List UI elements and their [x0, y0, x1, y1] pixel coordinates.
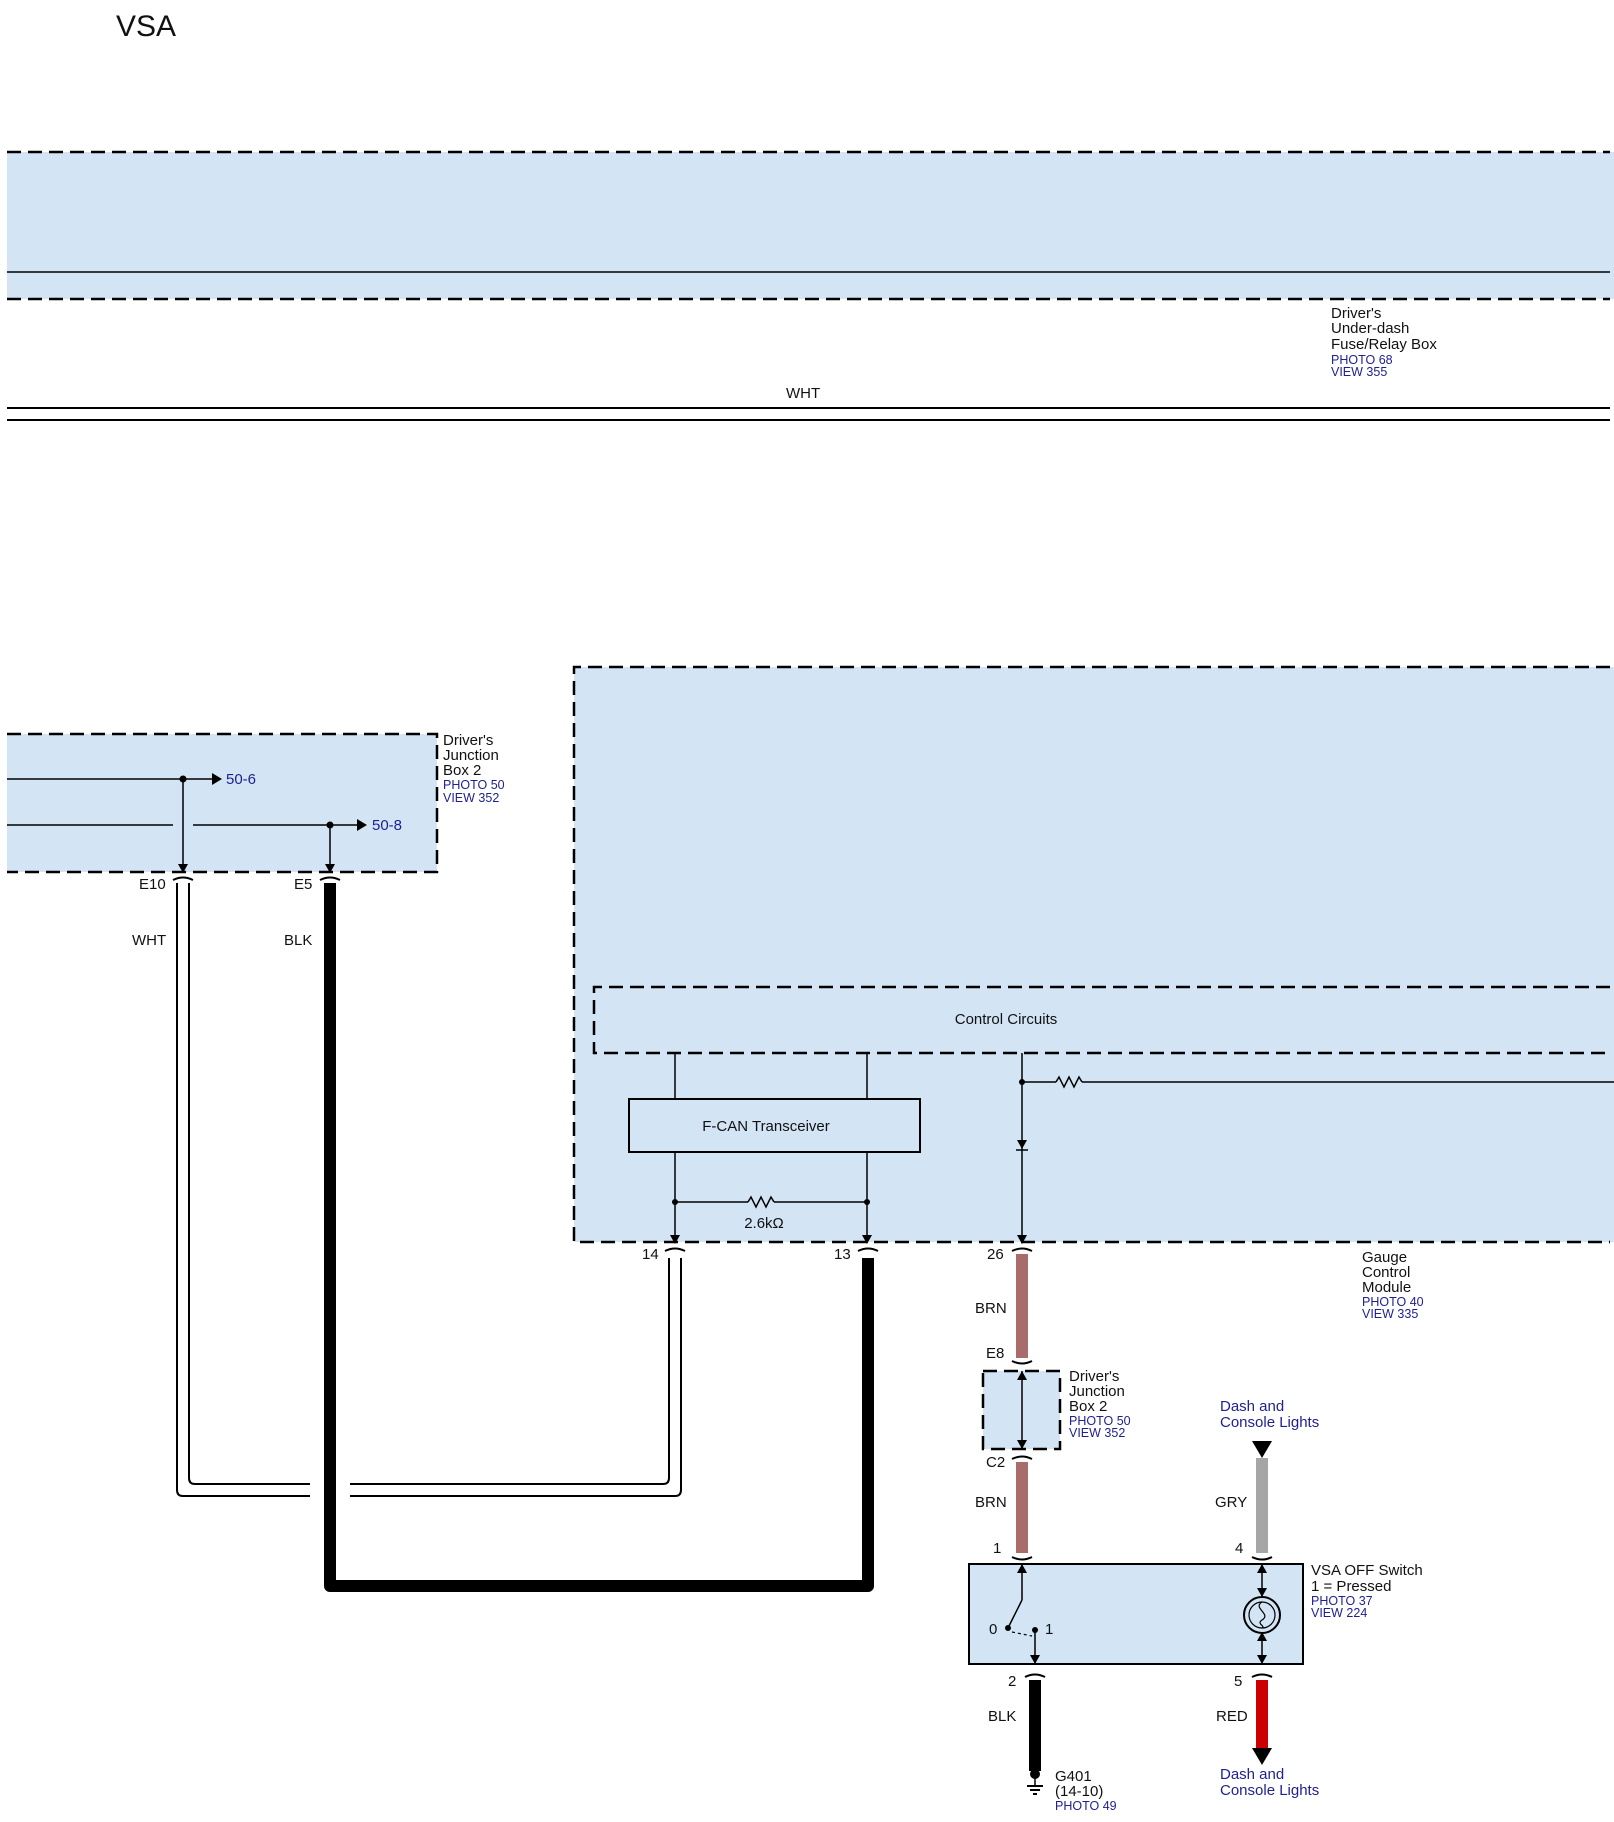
switch-pin-5: 5 [1234, 1673, 1242, 1690]
svg-text:Console Lights: Console Lights [1220, 1414, 1319, 1431]
pin-26: 26 [987, 1246, 1004, 1263]
pin-e8: E8 [986, 1345, 1004, 1362]
brn-label-lower: BRN [975, 1494, 1007, 1511]
svg-text:PHOTO 68: PHOTO 68 [1331, 353, 1393, 367]
underdash-fuse-relay-box [7, 150, 1614, 301]
switch-pos-0: 0 [989, 1621, 997, 1638]
junction-box-2-small-label: Driver's Junction Box 2 PHOTO 50 VIEW 35… [1069, 1368, 1131, 1440]
svg-text:PHOTO 40: PHOTO 40 [1362, 1295, 1424, 1309]
pin-e10: E10 [139, 876, 166, 893]
svg-text:Box 2: Box 2 [1069, 1398, 1107, 1415]
svg-text:Control: Control [1362, 1264, 1410, 1281]
switch-pin-4: 4 [1235, 1540, 1243, 1557]
svg-text:Fuse/Relay Box: Fuse/Relay Box [1331, 336, 1437, 353]
ground-icon [1027, 1769, 1043, 1795]
resistor-label: 2.6kΩ [744, 1215, 784, 1232]
fcan-transceiver-label: F-CAN Transceiver [702, 1118, 830, 1135]
pin-e5: E5 [294, 876, 312, 893]
page-title: VSA [116, 10, 176, 43]
svg-text:Dash and: Dash and [1220, 1398, 1284, 1415]
brn-label-upper: BRN [975, 1300, 1007, 1317]
ref-50-6: 50-6 [226, 771, 256, 788]
svg-text:PHOTO 50: PHOTO 50 [1069, 1414, 1131, 1428]
svg-text:G401: G401 [1055, 1768, 1092, 1785]
svg-text:Module: Module [1362, 1279, 1411, 1296]
svg-text:VIEW 352: VIEW 352 [1069, 1426, 1125, 1440]
pin-13: 13 [834, 1246, 851, 1263]
svg-text:Junction: Junction [443, 747, 499, 764]
top-wire-label: WHT [786, 385, 820, 402]
ref-50-8: 50-8 [372, 817, 402, 834]
wire-label-blk-left: BLK [284, 932, 312, 949]
svg-text:Driver's: Driver's [443, 732, 493, 749]
svg-text:(14-10): (14-10) [1055, 1783, 1103, 1800]
blk-can-wire [324, 883, 874, 1592]
svg-text:Driver's: Driver's [1069, 1368, 1119, 1385]
switch-pos-1: 1 [1045, 1621, 1053, 1638]
gauge-module-label: Gauge Control Module PHOTO 40 VIEW 335 [1362, 1249, 1424, 1321]
wht-can-wire [176, 883, 682, 1497]
svg-text:Console Lights: Console Lights [1220, 1782, 1319, 1799]
svg-text:Driver's: Driver's [1331, 305, 1381, 322]
top-wht-wire [7, 407, 1610, 421]
ground-label: G401 (14-10) PHOTO 49 [1055, 1768, 1117, 1813]
svg-text:VIEW 335: VIEW 335 [1362, 1307, 1418, 1321]
junction-box-2-small [981, 1369, 1062, 1451]
dash-lights-bottom-label: Dash and Console Lights [1220, 1766, 1319, 1799]
svg-text:Junction: Junction [1069, 1383, 1125, 1400]
pin-c2: C2 [986, 1454, 1005, 1471]
svg-text:1 = Pressed: 1 = Pressed [1311, 1578, 1391, 1595]
red-label: RED [1216, 1708, 1248, 1725]
junction-box-2-left [7, 732, 439, 874]
gauge-control-module [572, 665, 1614, 1244]
gry-label: GRY [1215, 1494, 1247, 1511]
svg-text:Gauge: Gauge [1362, 1249, 1407, 1266]
pin-14: 14 [642, 1246, 659, 1263]
wire-label-wht-left: WHT [132, 932, 166, 949]
dash-lights-top-arrow [1252, 1441, 1272, 1458]
switch-pin-2: 2 [1008, 1673, 1016, 1690]
svg-text:Dash and: Dash and [1220, 1766, 1284, 1783]
control-circuits-label: Control Circuits [955, 1011, 1058, 1028]
svg-text:VSA OFF Switch: VSA OFF Switch [1311, 1562, 1423, 1579]
dash-lights-bottom-arrow [1252, 1748, 1272, 1765]
svg-text:VIEW 355: VIEW 355 [1331, 365, 1387, 379]
svg-text:VIEW 352: VIEW 352 [443, 791, 499, 805]
dash-lights-top-label: Dash and Console Lights [1220, 1398, 1319, 1431]
svg-text:PHOTO 37: PHOTO 37 [1311, 1594, 1373, 1608]
blk-label: BLK [988, 1708, 1016, 1725]
vsa-off-switch-label: VSA OFF Switch 1 = Pressed PHOTO 37 VIEW… [1311, 1562, 1423, 1620]
svg-text:VIEW 224: VIEW 224 [1311, 1606, 1367, 1620]
svg-text:PHOTO 49: PHOTO 49 [1055, 1799, 1117, 1813]
svg-text:PHOTO 50: PHOTO 50 [443, 778, 505, 792]
junction-box-2-left-label: Driver's Junction Box 2 PHOTO 50 VIEW 35… [443, 732, 505, 805]
switch-pin-1: 1 [993, 1540, 1001, 1557]
vsa-off-switch [968, 1563, 1304, 1665]
svg-text:Under-dash: Under-dash [1331, 320, 1409, 337]
svg-text:Box 2: Box 2 [443, 762, 481, 779]
underdash-box-label: Driver's Under-dash Fuse/Relay Box PHOTO… [1331, 305, 1437, 379]
